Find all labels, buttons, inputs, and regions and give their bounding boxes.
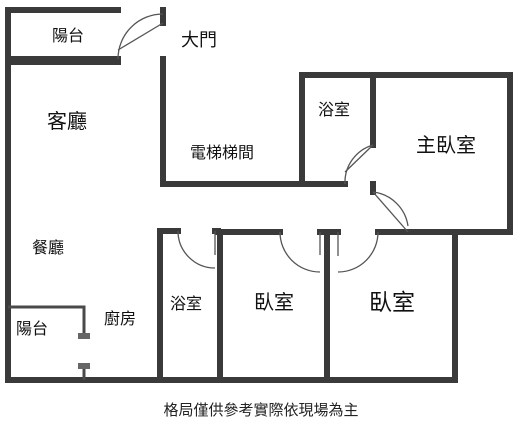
lower-outer-wall — [157, 229, 458, 383]
small-balcony-wall — [8, 305, 86, 335]
main-door-label: 大門 — [181, 30, 217, 51]
bath2-door-swing — [177, 230, 216, 269]
master-block-wall — [299, 72, 513, 235]
kitchen-door-post-2 — [78, 363, 90, 369]
bedroom-1-label: 臥室 — [254, 290, 294, 314]
main-door-swing — [117, 13, 164, 60]
disclaimer-caption: 格局僅供參考實際依現場為主 — [163, 401, 359, 419]
elevator-left-wall — [160, 56, 348, 187]
bathroom-master-label: 浴室 — [318, 100, 351, 119]
master-bedroom-door-swing — [372, 191, 409, 227]
elevator-stair-label: 電梯梯間 — [190, 143, 255, 162]
kitchen-door-post — [78, 333, 90, 339]
lower-rooms-outline — [212, 228, 283, 235]
bathroom-2-label: 浴室 — [170, 294, 203, 313]
master-bedroom-label: 主臥室 — [416, 133, 476, 157]
main-door-leaf[interactable] — [117, 22, 164, 51]
bedroom-2-label: 臥室 — [369, 290, 415, 316]
living-room-label: 客廳 — [47, 109, 87, 133]
master-bath-door-leaf[interactable] — [344, 144, 374, 173]
master-bedroom-door-leaf[interactable] — [372, 191, 409, 233]
balcony-top-label: 陽台 — [52, 26, 85, 45]
dining-room-label: 餐廳 — [32, 238, 65, 257]
kitchen-label: 廚房 — [104, 309, 137, 328]
bedroom2-door-swing — [337, 231, 379, 273]
master-bath-door-swing — [344, 144, 374, 185]
bedroom1-door-swing — [279, 231, 321, 273]
balcony-bottom-label: 陽台 — [16, 319, 49, 338]
